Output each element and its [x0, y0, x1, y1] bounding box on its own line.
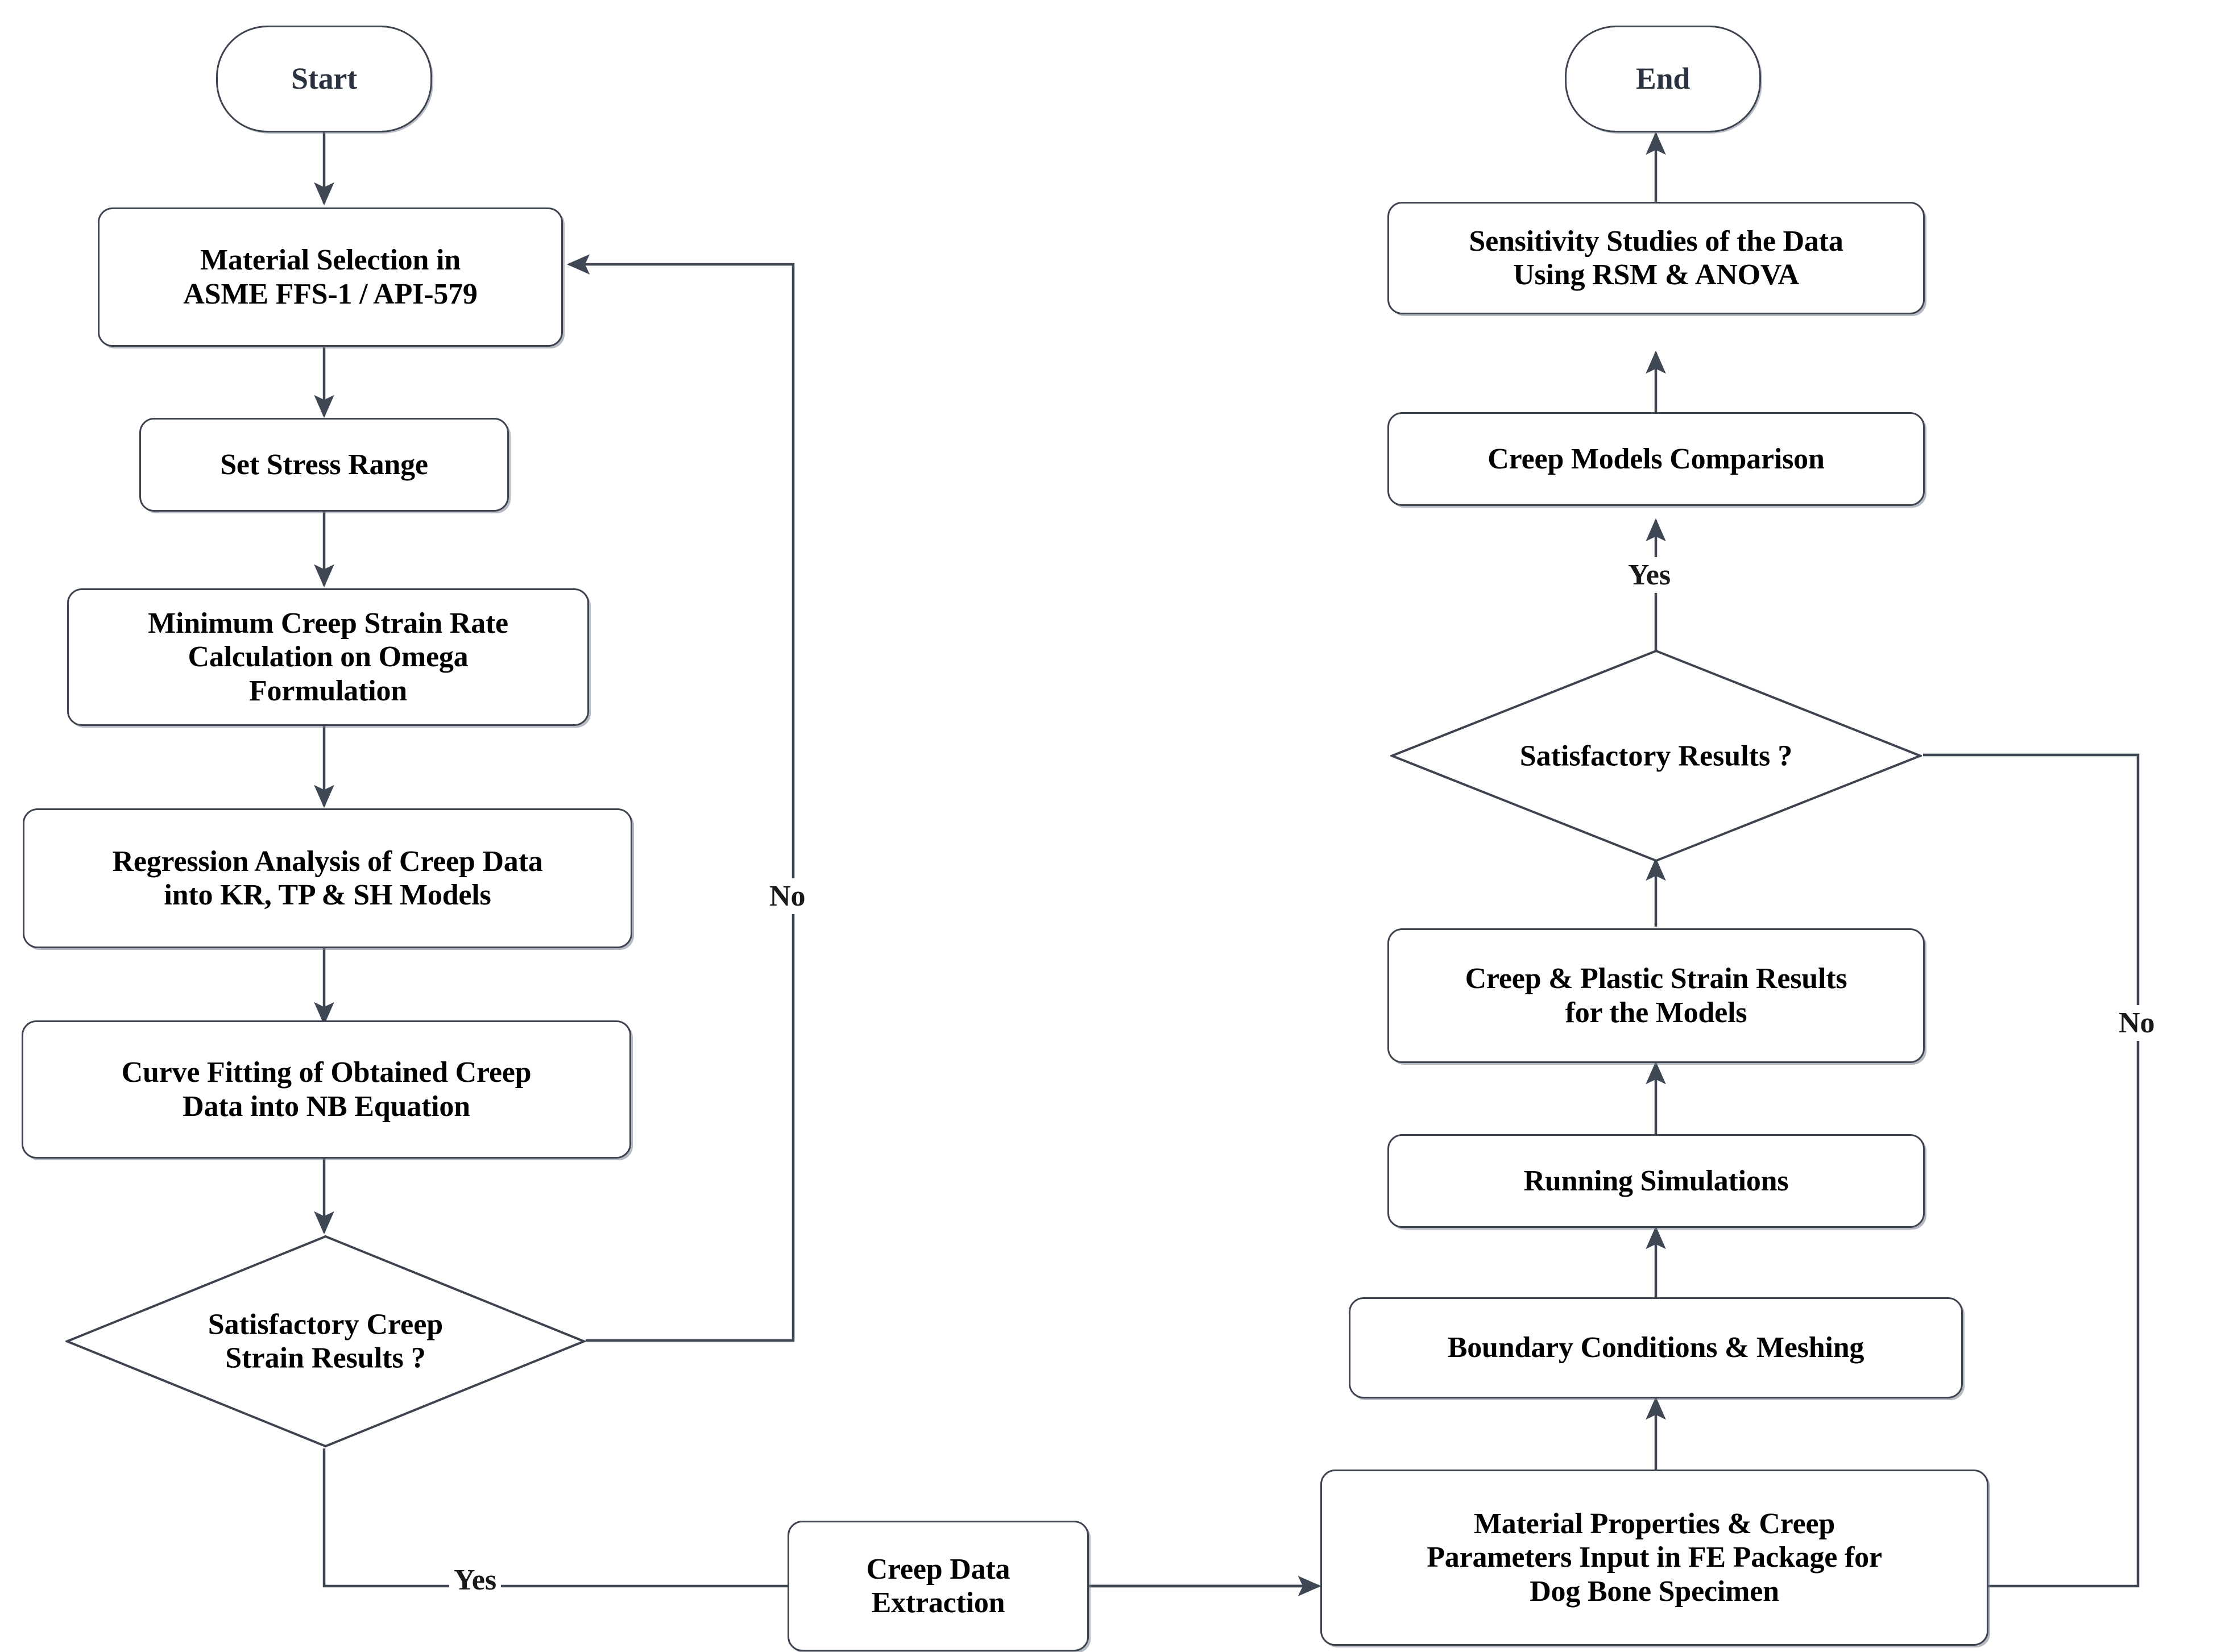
node-regression-analysis[interactable]: Regression Analysis of Creep Data into K…	[23, 808, 632, 948]
node-material-selection[interactable]: Material Selection in ASME FFS-1 / API-5…	[98, 207, 563, 347]
node-regression-analysis-label: Regression Analysis of Creep Data into K…	[112, 845, 543, 911]
node-end[interactable]: End	[1565, 26, 1761, 132]
node-sensitivity-studies[interactable]: Sensitivity Studies of the Data Using RS…	[1387, 202, 1925, 314]
node-material-properties-input[interactable]: Material Properties & Creep Parameters I…	[1320, 1470, 1988, 1646]
node-set-stress-range[interactable]: Set Stress Range	[139, 418, 509, 512]
node-start-label: Start	[291, 61, 357, 96]
node-satisfactory-creep-strain[interactable]: Satisfactory Creep Strain Results ?	[65, 1235, 586, 1448]
node-creep-data-extraction[interactable]: Creep Data Extraction	[788, 1521, 1089, 1651]
node-boundary-conditions-label: Boundary Conditions & Meshing	[1447, 1331, 1864, 1364]
diamond-shape-left	[65, 1235, 586, 1448]
node-material-selection-label: Material Selection in ASME FFS-1 / API-5…	[183, 244, 478, 310]
edge-left-no-loop	[566, 254, 795, 1342]
node-running-simulations[interactable]: Running Simulations	[1387, 1134, 1925, 1228]
node-sensitivity-studies-label: Sensitivity Studies of the Data Using RS…	[1469, 225, 1843, 291]
node-min-creep-strain-rate[interactable]: Minimum Creep Strain Rate Calculation on…	[67, 588, 589, 726]
node-curve-fitting-label: Curve Fitting of Obtained Creep Data int…	[121, 1056, 532, 1123]
edge-right-no-loop	[1923, 753, 2140, 1596]
node-material-properties-input-label: Material Properties & Creep Parameters I…	[1427, 1508, 1882, 1608]
node-boundary-conditions[interactable]: Boundary Conditions & Meshing	[1349, 1297, 1963, 1398]
node-creep-models-comparison[interactable]: Creep Models Comparison	[1387, 412, 1925, 506]
node-creep-plastic-strain-results[interactable]: Creep & Plastic Strain Results for the M…	[1387, 928, 1925, 1063]
node-satisfactory-results-label: Satisfactory Results ?	[1519, 739, 1793, 772]
node-set-stress-range-label: Set Stress Range	[220, 448, 428, 481]
node-creep-data-extraction-label: Creep Data Extraction	[866, 1553, 1010, 1619]
edge-label-right-no: No	[2114, 1005, 2160, 1041]
node-satisfactory-results[interactable]: Satisfactory Results ?	[1390, 649, 1922, 862]
node-end-label: End	[1635, 61, 1690, 96]
edge-label-left-yes: Yes	[449, 1562, 502, 1598]
edge-label-right-yes: Yes	[1623, 557, 1676, 593]
node-min-creep-strain-rate-label: Minimum Creep Strain Rate Calculation on…	[148, 607, 508, 707]
node-running-simulations-label: Running Simulations	[1523, 1164, 1789, 1197]
node-creep-models-comparison-label: Creep Models Comparison	[1488, 442, 1825, 475]
node-satisfactory-creep-strain-label: Satisfactory Creep Strain Results ?	[208, 1308, 444, 1375]
node-curve-fitting[interactable]: Curve Fitting of Obtained Creep Data int…	[22, 1020, 631, 1159]
edge-label-left-no: No	[765, 878, 810, 914]
node-creep-plastic-strain-results-label: Creep & Plastic Strain Results for the M…	[1465, 962, 1847, 1029]
diamond-shape-right	[1390, 649, 1922, 862]
node-start[interactable]: Start	[216, 26, 432, 132]
